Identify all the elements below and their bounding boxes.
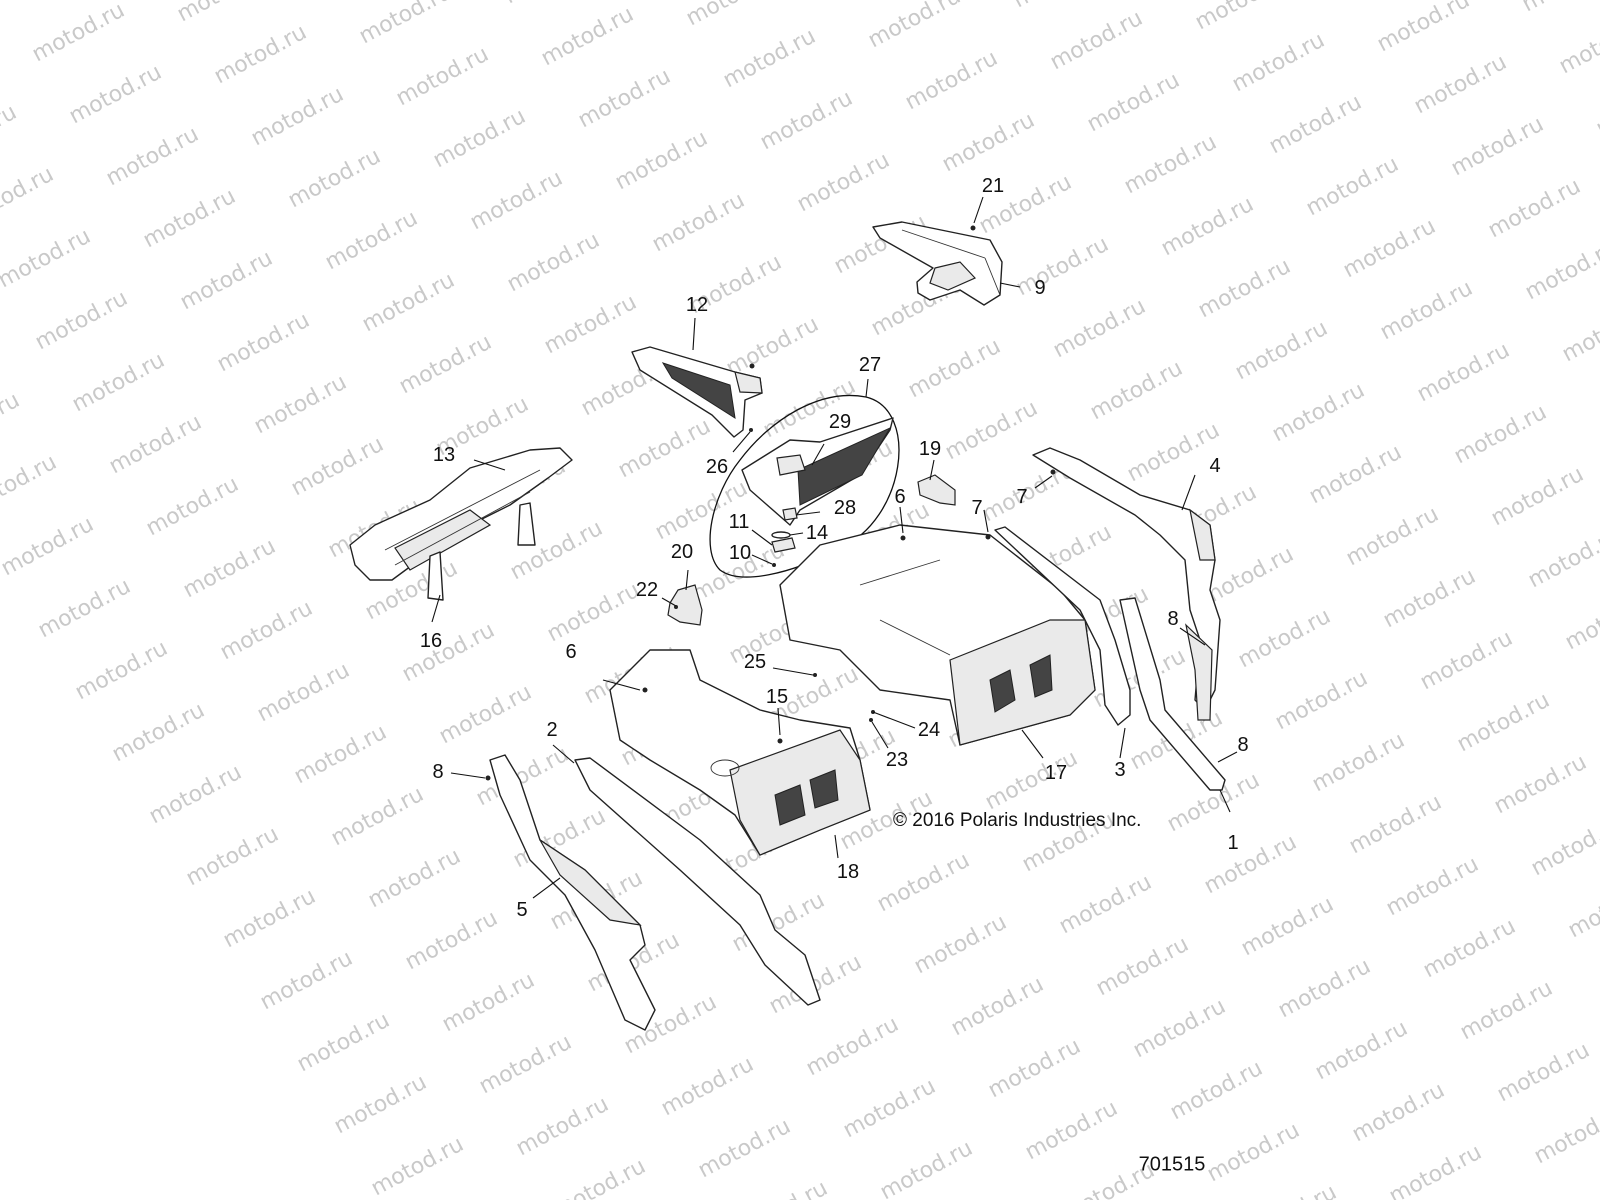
callout-8-right-lower[interactable]: 8: [1237, 734, 1249, 756]
callout-27[interactable]: 27: [858, 354, 882, 376]
part-1-side-rail[interactable]: [1119, 597, 1226, 791]
part-16-leg-brackets[interactable]: [427, 502, 536, 601]
callout-5[interactable]: 5: [516, 899, 528, 921]
part-8-clip-left[interactable]: [485, 775, 491, 781]
callout-12[interactable]: 12: [685, 294, 709, 316]
part-7-clip-a[interactable]: [1050, 469, 1056, 475]
part-9-console-cover[interactable]: [872, 221, 1003, 306]
part-7-clip-b[interactable]: [985, 534, 991, 540]
callout-20[interactable]: 20: [670, 541, 694, 563]
callout-26[interactable]: 26: [705, 456, 729, 478]
callout-8-left[interactable]: 8: [432, 761, 444, 783]
callout-11[interactable]: 11: [728, 511, 750, 533]
part-11-bracket[interactable]: [771, 537, 796, 553]
callout-24[interactable]: 24: [917, 719, 941, 741]
part-14-spring-clip[interactable]: [771, 531, 791, 539]
diagram-id: 701515: [1138, 1153, 1206, 1176]
part-23-screw[interactable]: [869, 718, 873, 722]
callout-7-left[interactable]: 7: [971, 497, 983, 519]
callout-28[interactable]: 28: [833, 497, 857, 519]
kit-27-outline: [709, 394, 900, 578]
part-15-screw[interactable]: [777, 738, 783, 744]
part-13-support-beam[interactable]: [349, 447, 573, 581]
part-10-screw[interactable]: [772, 563, 776, 567]
callout-1[interactable]: 1: [1227, 832, 1239, 854]
part-29-storage-bin[interactable]: [741, 417, 894, 526]
callout-16[interactable]: 16: [419, 630, 443, 652]
callout-7-right[interactable]: 7: [1016, 486, 1028, 508]
part-20-bracket[interactable]: [667, 584, 703, 626]
callout-21[interactable]: 21: [981, 175, 1005, 197]
callout-17[interactable]: 17: [1044, 762, 1068, 784]
part-4-rail-trim[interactable]: [1032, 447, 1221, 711]
callout-19[interactable]: 19: [918, 438, 942, 460]
part-26-screw[interactable]: [749, 428, 753, 432]
callout-6-upper[interactable]: 6: [894, 486, 906, 508]
part-8-trim-right[interactable]: [1185, 623, 1213, 721]
callout-18[interactable]: 18: [836, 861, 860, 883]
callout-9[interactable]: 9: [1034, 277, 1046, 299]
part-25-screw[interactable]: [813, 673, 817, 677]
part-17-rear-tub[interactable]: [779, 524, 1096, 746]
fastener: [749, 363, 755, 369]
part-2-long-rail[interactable]: [574, 757, 821, 1006]
callout-10[interactable]: 10: [728, 542, 752, 564]
part-12-grille-panel[interactable]: [631, 346, 763, 438]
part-3-side-panel[interactable]: [994, 526, 1131, 726]
part-5-side-trim[interactable]: [489, 754, 656, 1031]
part-28-latch[interactable]: [782, 507, 798, 521]
callout-8-right-upper[interactable]: 8: [1167, 608, 1179, 630]
part-6-rivet-upper[interactable]: [900, 535, 906, 541]
callout-6-lower[interactable]: 6: [565, 641, 577, 663]
copyright-notice: © 2016 Polaris Industries Inc.: [893, 810, 1142, 831]
part-6-rivet-lower[interactable]: [642, 687, 648, 693]
callout-29[interactable]: 29: [828, 411, 852, 433]
beam-ribbing: [394, 509, 492, 571]
callout-23[interactable]: 23: [885, 749, 909, 771]
callout-15[interactable]: 15: [765, 686, 789, 708]
part-21-screw[interactable]: [970, 225, 976, 231]
callout-3[interactable]: 3: [1114, 759, 1126, 781]
callout-2[interactable]: 2: [546, 719, 558, 741]
callout-4[interactable]: 4: [1209, 455, 1221, 477]
part-19-bracket[interactable]: [917, 474, 956, 506]
part-18-front-tub[interactable]: [609, 649, 871, 856]
callout-22[interactable]: 22: [635, 579, 659, 601]
callout-13[interactable]: 13: [432, 444, 456, 466]
leader-lines: [431, 196, 1238, 899]
callout-25[interactable]: 25: [743, 651, 767, 673]
callout-14[interactable]: 14: [805, 522, 829, 544]
